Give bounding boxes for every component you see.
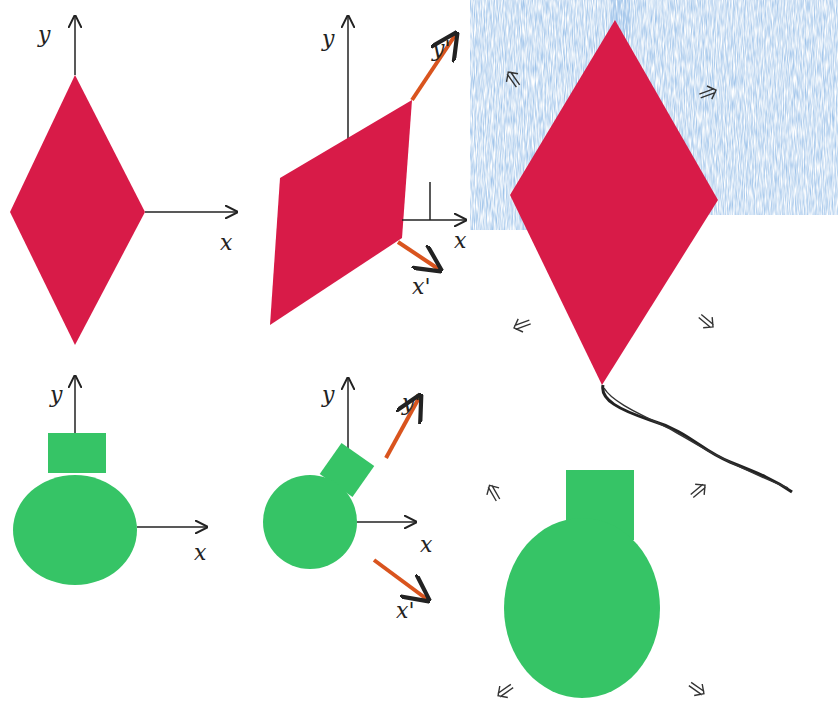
axis-label: x [194, 542, 206, 564]
sheared-kite [270, 16, 466, 325]
red-kite [510, 20, 718, 385]
axis-label: x [454, 230, 466, 252]
bottle-axes [13, 376, 207, 585]
axis-label: x [420, 534, 432, 556]
stretch-arrows [483, 68, 718, 701]
axis-label: y [50, 384, 62, 406]
axis-label: y [322, 28, 334, 50]
kite-axes [10, 16, 237, 345]
rotated-bottle [263, 378, 428, 600]
axis-label: x [220, 232, 232, 254]
green-bottle [13, 475, 137, 585]
red-diamond [10, 75, 145, 345]
axis-label: y' [432, 38, 450, 60]
axis-label: x' [396, 600, 414, 622]
red-parallelogram [270, 100, 412, 325]
green-bottle [263, 475, 357, 569]
green-bottle [504, 518, 660, 698]
axis-label: y' [402, 392, 420, 414]
axis-label: y [38, 24, 50, 46]
axis-label: y [322, 384, 334, 406]
axis-label: x' [412, 276, 430, 298]
big-bottle [504, 470, 660, 698]
kite-sky [470, 0, 838, 492]
